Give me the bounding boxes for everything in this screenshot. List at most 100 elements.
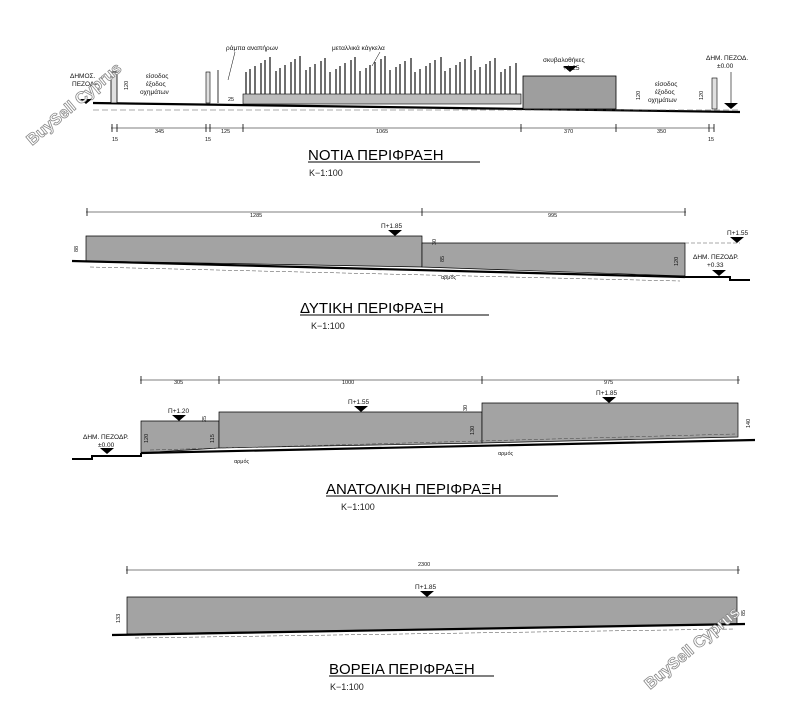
east-h25: 25 — [202, 416, 208, 422]
east-h140: 140 — [746, 419, 752, 428]
west-level-marker-1 — [388, 230, 402, 236]
east-h30: 30 — [463, 405, 469, 411]
east-h115: 115 — [210, 434, 216, 443]
north-level-marker-1 — [420, 591, 434, 597]
south-elevation: ΔΗΜΟΣ. ΠΕΖΟΔΡ. 120 είσοδος έξοδος οχημάτ… — [70, 44, 748, 178]
south-left-post — [110, 71, 118, 104]
south-entry-right-1: είσοδος — [655, 80, 677, 88]
west-dim-0: 1285 — [250, 213, 262, 219]
south-dim-5: 370 — [564, 129, 573, 135]
east-level-marker-2 — [354, 406, 368, 412]
north-h85: 85 — [741, 610, 747, 616]
east-level-2: Π+1.55 — [348, 399, 370, 406]
west-sidewalk-marker — [712, 270, 726, 276]
south-entry-left-1: είσοδος — [146, 72, 168, 80]
north-ground-line — [111, 622, 746, 637]
east-foundation-dash — [149, 433, 736, 451]
west-joint: αρμός — [441, 274, 457, 281]
south-dim-3: 125 — [221, 129, 230, 135]
south-bins-level-marker — [563, 66, 577, 72]
south-dim-7: 15 — [708, 137, 714, 143]
south-left-level-marker — [80, 99, 92, 104]
north-title: ΒΟΡΕΙΑ ΠΕΡΙΦΡΑΞΗ — [329, 661, 475, 678]
east-level-marker-1 — [172, 415, 186, 421]
south-railing-wall — [242, 93, 522, 105]
south-right-post — [711, 77, 718, 110]
north-foundation-dash — [134, 628, 736, 639]
east-level-marker-3 — [602, 397, 616, 403]
west-h88: 88 — [74, 246, 80, 252]
west-dim-1: 995 — [548, 213, 557, 219]
south-sidewalk-right-level: ±0.00 — [717, 63, 734, 70]
south-dim-1: 345 — [155, 129, 164, 135]
north-elevation: 2300 Π+1.85 133 85 ΒΟΡΕΙΑ ΠΕΡΙΦΡΑΞΗ Κ−1:… — [111, 562, 747, 692]
west-sidewalk-label: ΔΗΜ. ΠΕΖΟΔΡ. — [693, 254, 739, 261]
south-dimension-ticks — [111, 124, 715, 132]
west-level-marker-2 — [730, 237, 744, 243]
east-joint-2: αρμός — [498, 450, 514, 457]
east-dimension-ticks — [140, 376, 739, 384]
east-ground-line — [140, 438, 756, 455]
north-level-1: Π+1.85 — [415, 584, 437, 591]
east-sidewalk-marker — [100, 448, 114, 454]
west-h85: 85 — [440, 256, 446, 262]
east-dim-0: 305 — [174, 380, 183, 386]
west-elevation: 1285 995 Π+1.85 Π+1.55 ΔΗΜ. ΠΕΖΟΔΡ. +0.3… — [71, 208, 750, 331]
south-railing-label: μεταλλικά κάγκελα — [332, 44, 385, 52]
south-entry-left-3: οχημάτων — [140, 88, 169, 96]
south-bins-label: σκυβαλοθήκες — [543, 57, 585, 64]
east-sidewalk-level: ±0.00 — [98, 442, 115, 449]
east-scale: Κ−1:100 — [341, 502, 375, 512]
east-level-3: Π+1.85 — [596, 390, 618, 397]
south-dim-4: 1065 — [376, 129, 388, 135]
west-scale: Κ−1:100 — [311, 321, 345, 331]
west-h120: 120 — [674, 257, 680, 266]
south-dim-2: 15 — [205, 137, 211, 143]
north-h133: 133 — [116, 614, 122, 623]
east-level-1: Π+1.20 — [168, 408, 190, 415]
east-sidewalk-label: ΔΗΜ. ΠΕΖΟΔΡ. — [83, 434, 129, 441]
south-right-level-marker — [724, 103, 738, 109]
south-entry-right-3: οχημάτων — [648, 96, 677, 104]
south-dim-6: 350 — [657, 129, 666, 135]
east-title: ΑΝΑΤΟΛΙΚΗ ΠΕΡΙΦΡΑΞΗ — [326, 481, 502, 498]
west-sidewalk-step — [685, 276, 750, 281]
south-dim-0: 15 — [112, 137, 118, 143]
west-h30: 30 — [432, 239, 438, 245]
south-ramp-label: ράμπα αναπήρων — [226, 44, 278, 52]
south-title: ΝΟΤΙΑ ΠΕΡΙΦΡΑΞΗ — [308, 147, 444, 164]
south-railing-bars — [245, 56, 517, 94]
south-ramp-post — [205, 71, 211, 104]
south-ground-line — [92, 101, 741, 114]
east-dim-2: 975 — [604, 380, 613, 386]
east-sidewalk-step — [72, 453, 142, 460]
west-foundation-dash — [89, 266, 681, 282]
south-railing-leader — [371, 51, 381, 67]
west-title: ΔΥΤΙΚΗ ΠΕΡΙΦΡΑΞΗ — [300, 300, 444, 317]
west-level-1: Π+1.85 — [381, 223, 403, 230]
north-scale: Κ−1:100 — [330, 682, 364, 692]
east-h120: 120 — [144, 434, 150, 443]
east-wall-3 — [481, 402, 739, 444]
south-ramp-leader — [227, 51, 236, 81]
west-level-2: Π+1.55 — [727, 230, 749, 237]
south-h120-right: 120 — [699, 91, 705, 100]
east-dim-1: 1000 — [342, 380, 354, 386]
south-sidewalk-left-label: ΔΗΜΟΣ. — [70, 73, 96, 80]
west-dimension-ticks — [86, 208, 686, 216]
south-scale: Κ−1:100 — [309, 168, 343, 178]
west-ground-line — [71, 259, 686, 279]
south-sidewalk-right-label: ΔΗΜ. ΠΕΖΟΔ. — [706, 55, 748, 62]
west-sidewalk-level: +0.33 — [707, 262, 724, 269]
north-dimension-ticks — [126, 566, 739, 574]
north-dim-0: 2300 — [418, 562, 430, 568]
east-h130: 130 — [470, 426, 476, 435]
south-bins-block — [522, 75, 617, 110]
south-entry-right-2: έξοδος — [655, 88, 675, 96]
south-entry-left-2: έξοδος — [146, 80, 166, 88]
east-wall-2 — [218, 411, 483, 449]
south-ramp-height: 25 — [228, 97, 234, 103]
east-elevation: 305 1000 975 Π+1.20 Π+1.55 Π+1.85 ΔΗΜ. Π… — [72, 376, 756, 512]
east-joint-1: αρμός — [234, 458, 250, 465]
